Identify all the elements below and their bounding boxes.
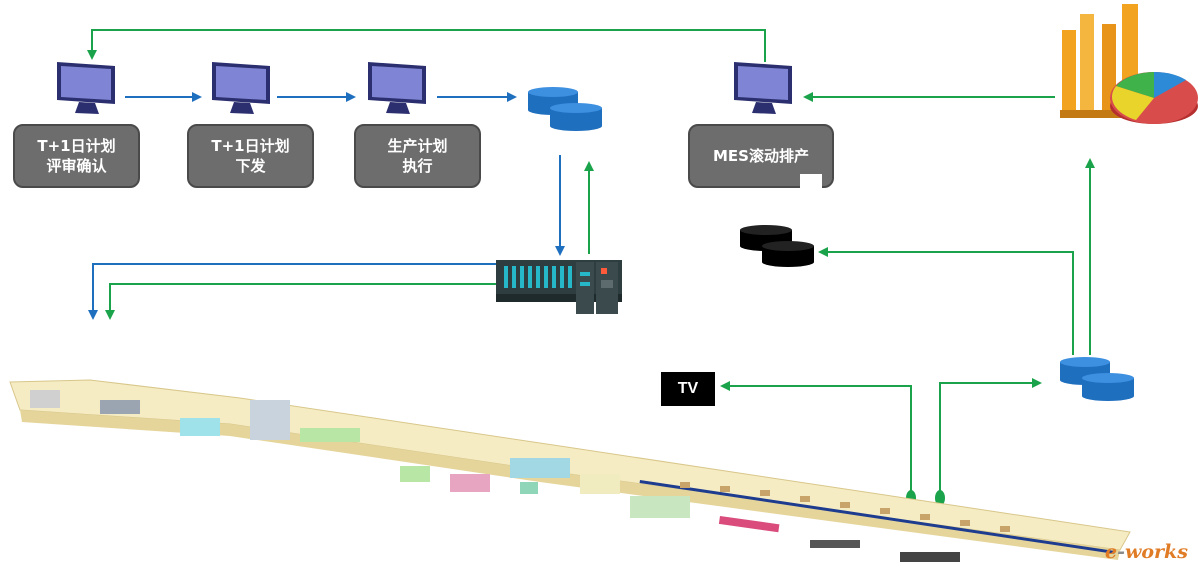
arrow-sensor-tv bbox=[720, 381, 912, 495]
sensor-2 bbox=[935, 490, 945, 506]
arrow-db2-black-db bbox=[818, 247, 1074, 355]
database-icon bbox=[740, 225, 814, 267]
monitor-icon bbox=[212, 62, 270, 114]
arrow-plc-line-blue bbox=[88, 263, 497, 320]
plan-release-label: T+1日计划 下发 bbox=[211, 137, 290, 175]
monitor-icon bbox=[57, 62, 115, 114]
review-confirm-box: T+1日计划 评审确认 bbox=[13, 124, 140, 188]
plc-icon bbox=[496, 260, 622, 314]
tv-display: TV bbox=[661, 372, 715, 406]
factory-layout-icon bbox=[9, 379, 1131, 562]
arrow-plc-line-green bbox=[105, 283, 497, 320]
plan-execute-box: 生产计划 执行 bbox=[354, 124, 481, 188]
box-notch bbox=[800, 174, 822, 190]
arrow-sensor-db bbox=[939, 378, 1042, 495]
database-icon bbox=[1060, 357, 1134, 401]
logo-dash: - bbox=[1117, 541, 1125, 563]
review-confirm-label: T+1日计划 评审确认 bbox=[37, 137, 116, 175]
tv-label: TV bbox=[677, 380, 699, 397]
logo-suffix: works bbox=[1124, 541, 1188, 563]
plan-release-box: T+1日计划 下发 bbox=[187, 124, 314, 188]
chart-icon bbox=[1060, 4, 1198, 124]
logo-prefix: e bbox=[1105, 541, 1118, 563]
eworks-logo: e-works bbox=[1105, 541, 1188, 563]
database-icon bbox=[528, 87, 602, 131]
mes-scheduling-label: MES滚动排产 bbox=[713, 147, 809, 165]
monitor-icon bbox=[734, 62, 792, 114]
feedback-line bbox=[87, 29, 766, 62]
monitor-icon bbox=[368, 62, 426, 114]
mes-scheduling-box: MES滚动排产 bbox=[688, 124, 834, 188]
plan-execute-label: 生产计划 执行 bbox=[387, 137, 448, 175]
